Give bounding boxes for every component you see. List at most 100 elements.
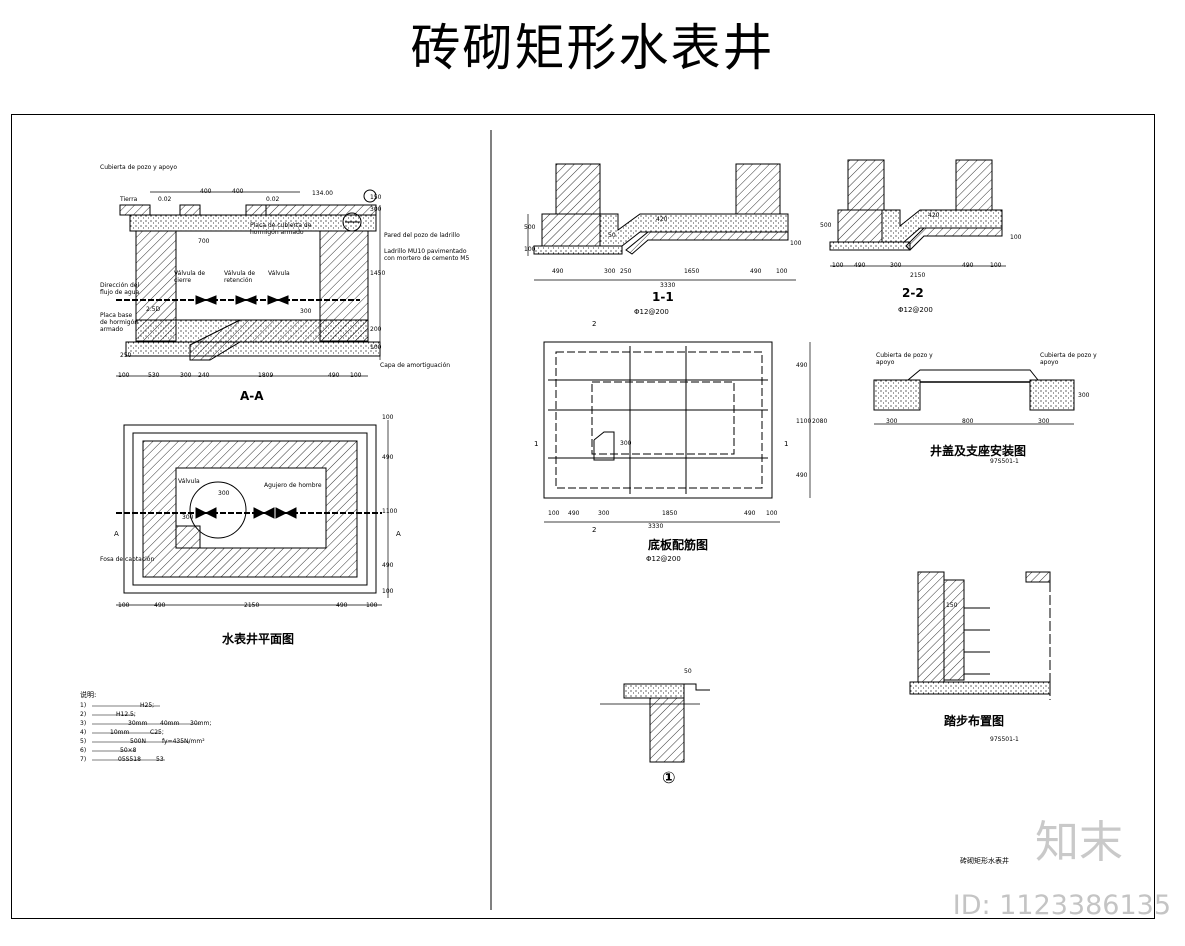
dim-rs-2: 1100	[796, 418, 812, 425]
dim-cover-4: 300	[1078, 392, 1090, 399]
cover-detail	[873, 369, 1075, 425]
dim-22-8: 100	[1010, 234, 1022, 241]
note-5: 5)	[80, 738, 87, 745]
plan-label-hole: Agujero de hombre	[264, 482, 322, 489]
dim-22-2: 490	[854, 262, 866, 269]
dim-aa-top-4: 0.02	[266, 196, 280, 203]
dim-plan-b2: 490	[154, 602, 166, 609]
dim-aa-bot-6: 490	[328, 372, 340, 379]
caption-plan: 水表井平面图	[222, 632, 295, 646]
section-aa	[116, 189, 381, 377]
detail-dim: 50	[684, 668, 692, 675]
bottom-rebar-plan	[543, 341, 811, 523]
dim-cover-1: 300	[886, 418, 898, 425]
dim-aa-misc-4: 2.5D	[146, 306, 161, 313]
dim-22-6: 2150	[910, 272, 926, 279]
section-11	[527, 163, 796, 281]
section-22	[829, 159, 1006, 267]
dim-rb-4: 1850	[662, 510, 678, 517]
dim-aa-bot-2: 530	[148, 372, 160, 379]
plan-label-valve: Válvula	[178, 478, 200, 485]
note-4: 4)	[80, 729, 87, 736]
detail-one	[600, 683, 710, 763]
dim-plan-s2: 490	[382, 454, 394, 461]
note-2: 2)	[80, 711, 87, 718]
dim-rs-4: 2080	[812, 418, 828, 425]
dim-plan-s5: 100	[382, 588, 394, 595]
plan-view	[116, 420, 389, 606]
label-placa-base: Placa base de hormigón armado	[100, 312, 139, 333]
dim-plan-b5: 100	[366, 602, 378, 609]
dim-22-3: 300	[890, 262, 902, 269]
note-frag-9: fy=435N/mm²	[162, 738, 205, 745]
dim-22-4: 490	[962, 262, 974, 269]
rebar-note-11: Φ12@200	[634, 308, 669, 316]
dim-11-5: 490	[750, 268, 762, 275]
dim-plan-s4: 490	[382, 562, 394, 569]
plan-label-pit: Fosa de captación	[100, 556, 155, 563]
sheet-label: 砖砌矩形水表井	[960, 857, 1009, 865]
caption-steps: 踏步布置图	[944, 714, 1005, 728]
dim-22-9: 420	[928, 212, 940, 219]
caption-section-11: 1-1	[652, 290, 674, 304]
label-valvula-2: Válvula de retención	[224, 270, 256, 284]
dim-aa-bot-7: 100	[350, 372, 362, 379]
cover-label-right: Cubierta de pozo y apoyo	[1040, 352, 1097, 366]
label-direccion: Dirección del flujo de agua	[100, 282, 140, 296]
dim-plan-m2: 300	[182, 514, 194, 521]
dim-rs-3: 490	[796, 472, 808, 479]
dim-aa-side-2: 300	[370, 206, 382, 213]
watermark-id: ID: 1123386135	[952, 890, 1171, 921]
dim-aa-top-1: 0.02	[158, 196, 172, 203]
dim-rs-5: 300	[620, 440, 632, 447]
note-frag-5: 30mm;	[190, 720, 212, 727]
dim-plan-m1: 300	[218, 490, 230, 497]
dim-rb-5: 490	[744, 510, 756, 517]
note-frag-3: 30mm	[128, 720, 148, 727]
caption-cover: 井盖及支座安装图	[930, 444, 1027, 458]
dim-aa-side-1: 150	[370, 194, 382, 201]
dim-plan-b4: 490	[336, 602, 348, 609]
drawing-sheet	[11, 114, 1155, 919]
dim-plan-b1: 100	[118, 602, 130, 609]
dim-aa-top-2: 400	[200, 188, 212, 195]
dim-22-1: 100	[832, 262, 844, 269]
label-tapa: Cubierta de pozo y apoyo	[100, 164, 178, 171]
dim-22-7: 500	[820, 222, 832, 229]
dim-aa-side-3: 1450	[370, 270, 386, 277]
note-frag-8: 500N	[130, 738, 146, 745]
dim-11-6: 100	[776, 268, 788, 275]
dim-aa-misc-3: 250	[120, 352, 132, 359]
rebar-note-22: Φ12@200	[898, 306, 933, 314]
note-frag-10: 50×8	[120, 747, 137, 754]
label-ladrillo: Ladrillo MU10 pavimentado con mortero de…	[384, 248, 470, 262]
dim-aa-bot-1: 100	[118, 372, 130, 379]
dim-aa-side-5: 100	[370, 344, 382, 351]
note-frag-7: C25;	[150, 729, 164, 736]
label-relleno: Capa de amortiguación	[380, 362, 451, 369]
dim-11-10: 420	[656, 216, 668, 223]
note-frag-6: 10mm	[110, 729, 130, 736]
dim-11-7: 3330	[660, 282, 676, 289]
dim-aa-bot-5: 1809	[258, 372, 274, 379]
dim-aa-top-3: 400	[232, 188, 244, 195]
marker-plan-a-left: A	[114, 530, 119, 538]
rebar-mark-2-bottom: 2	[592, 526, 597, 534]
dim-rs-1: 490	[796, 362, 808, 369]
label-valvula-3: Válvula	[268, 270, 290, 277]
dim-11-11: 50	[608, 232, 616, 239]
dim-aa-top-5: 134.00	[312, 190, 333, 197]
note-frag-2: H12.5;	[116, 711, 136, 718]
marker-plan-a-right: A	[396, 530, 401, 538]
dim-aa-bot-3: 300	[180, 372, 192, 379]
note-frag-12: 53	[156, 756, 164, 763]
dim-11-8: 500	[524, 224, 536, 231]
steps-ref: 97S501-1	[990, 736, 1019, 743]
caption-section-aa: A-A	[240, 389, 264, 403]
dim-cover-2: 800	[962, 418, 974, 425]
label-valvula-1: Válvula de cierre	[174, 270, 206, 284]
notes-heading: 说明:	[80, 691, 97, 699]
dim-cover-3: 300	[1038, 418, 1050, 425]
rebar-mark-2-top: 2	[592, 320, 597, 328]
note-frag-4: 40mm	[160, 720, 180, 727]
